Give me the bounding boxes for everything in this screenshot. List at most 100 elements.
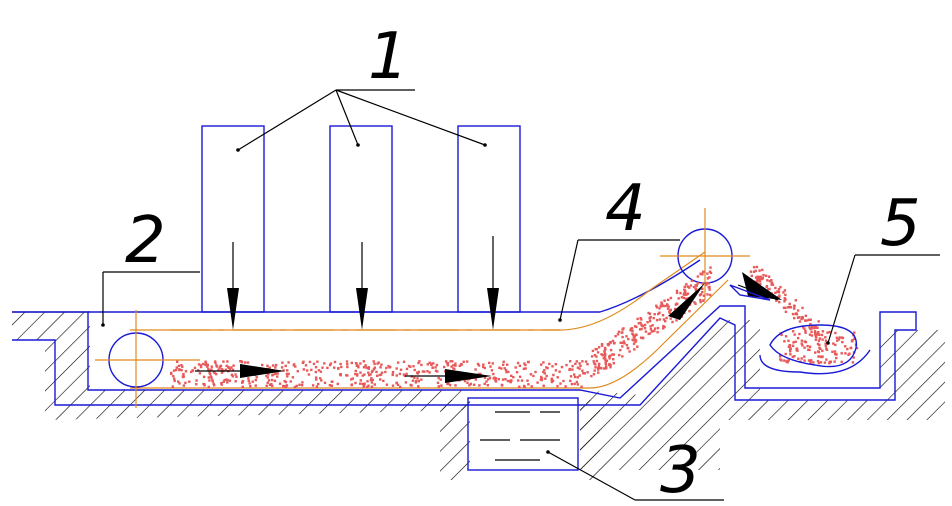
particle: [527, 383, 530, 386]
particle: [605, 366, 608, 370]
particle: [510, 374, 513, 377]
particle: [840, 352, 843, 355]
particle: [698, 294, 702, 297]
particle: [793, 316, 796, 320]
particle: [825, 358, 828, 361]
source-units: [201, 125, 521, 330]
particle: [270, 383, 273, 386]
particle: [296, 370, 299, 373]
particle: [399, 368, 403, 371]
particle: [175, 366, 178, 369]
particle: [454, 362, 457, 365]
particle: [622, 327, 625, 330]
particle: [829, 360, 832, 363]
particle: [286, 369, 289, 372]
particle: [795, 312, 798, 315]
particle: [434, 366, 437, 369]
particle: [434, 369, 438, 372]
particle: [488, 361, 491, 365]
particle: [451, 360, 454, 363]
particle: [268, 366, 271, 369]
particle: [592, 373, 596, 376]
particle: [376, 362, 379, 365]
particle: [363, 382, 366, 385]
particle: [583, 372, 586, 375]
particle: [658, 318, 662, 321]
particle: [669, 317, 672, 320]
particle: [504, 368, 508, 372]
particle: [812, 361, 815, 364]
particle: [597, 346, 601, 349]
particle: [300, 384, 304, 387]
particle: [664, 320, 667, 323]
particle: [206, 365, 209, 368]
particle: [612, 358, 615, 361]
particle: [607, 344, 610, 347]
particle: [825, 347, 828, 350]
particle: [501, 384, 504, 387]
particle: [619, 341, 622, 344]
particle: [759, 282, 762, 285]
particle: [191, 369, 194, 372]
particle: [244, 361, 247, 364]
particle: [579, 364, 582, 367]
particle: [749, 270, 753, 273]
particle: [677, 297, 680, 300]
particle: [836, 339, 839, 342]
particle: [330, 384, 333, 387]
particle: [417, 379, 420, 383]
particle: [604, 362, 607, 366]
particle: [367, 366, 371, 369]
particle: [359, 379, 362, 382]
particle: [621, 345, 624, 348]
particle: [314, 366, 318, 369]
particle: [679, 291, 682, 295]
particle: [758, 269, 761, 272]
particle: [685, 283, 688, 286]
particle: [444, 360, 448, 363]
particle: [757, 278, 760, 281]
particle: [366, 385, 369, 389]
particle: [385, 383, 389, 386]
particle: [701, 290, 704, 294]
particle: [777, 291, 781, 294]
particle: [350, 361, 353, 365]
particle: [824, 344, 828, 348]
particle: [835, 353, 838, 356]
particle: [756, 278, 759, 281]
particle: [248, 382, 251, 385]
particle: [540, 363, 543, 366]
particle: [504, 378, 507, 381]
particle: [595, 355, 598, 358]
particle: [804, 331, 807, 334]
particle: [800, 317, 803, 321]
particle: [446, 364, 450, 367]
particle: [375, 370, 378, 374]
particle: [690, 279, 694, 282]
particle: [472, 383, 476, 386]
conveyor-belt: [95, 208, 750, 408]
particle: [285, 384, 289, 387]
particle: [477, 364, 481, 367]
particle: [305, 369, 309, 372]
particle: [778, 300, 781, 304]
particle: [764, 274, 768, 277]
particle: [545, 374, 548, 378]
particle: [582, 372, 585, 375]
particle: [815, 335, 818, 339]
particle: [474, 378, 477, 381]
particle: [605, 359, 609, 362]
particle: [771, 283, 775, 286]
particle: [581, 369, 584, 372]
particle: [706, 293, 709, 296]
particle: [853, 337, 856, 340]
particle: [174, 368, 178, 372]
particle: [363, 373, 366, 376]
particle: [609, 364, 612, 367]
particle: [755, 265, 759, 269]
particle: [708, 288, 711, 291]
particle: [436, 381, 440, 384]
particle: [779, 285, 782, 289]
particle: [810, 325, 814, 328]
particle: [180, 368, 183, 372]
